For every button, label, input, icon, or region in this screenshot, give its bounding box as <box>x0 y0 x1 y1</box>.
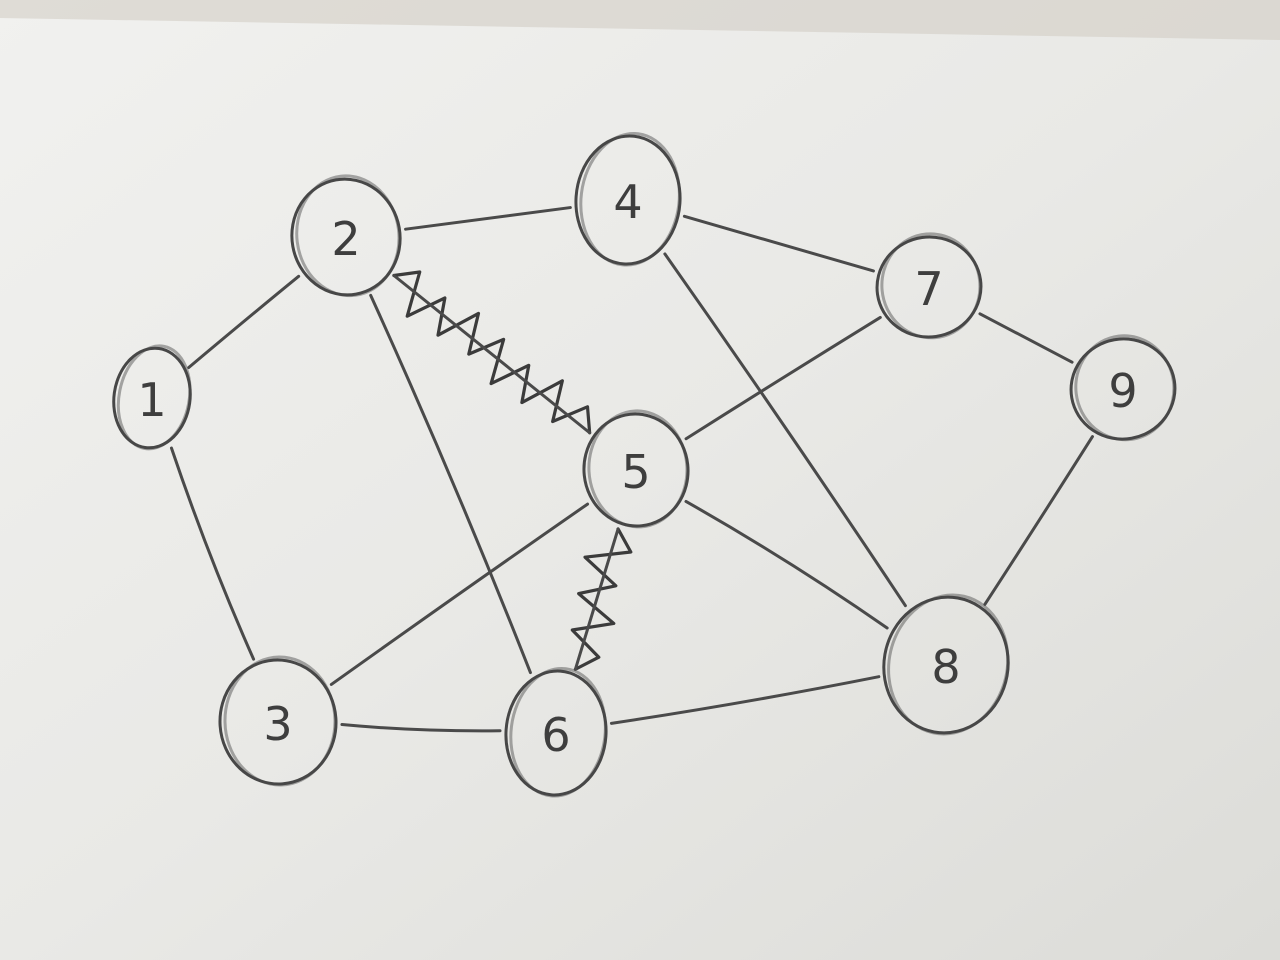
node-3-circle <box>218 658 338 786</box>
node-2-circle <box>290 177 402 297</box>
node-4: 4 <box>574 131 682 267</box>
node-9: 9 <box>1069 334 1177 442</box>
table-edge <box>0 0 1280 40</box>
node-5-label: 5 <box>621 445 650 499</box>
node-2: 2 <box>290 174 402 298</box>
node-5-circle-sketch <box>587 409 689 529</box>
node-1: 1 <box>112 344 192 451</box>
node-1-label: 1 <box>137 373 166 427</box>
node-7-label: 7 <box>914 262 943 316</box>
edge-3-6 <box>340 723 502 733</box>
edge-5-3 <box>329 502 590 686</box>
edge-2-5-underline <box>392 273 592 435</box>
edge-1-3 <box>169 446 256 661</box>
edge-7-5 <box>684 315 882 441</box>
edge-5-6-underline <box>573 527 620 671</box>
node-4-circle-sketch <box>579 131 681 267</box>
edge-4-8 <box>663 252 907 608</box>
node-1-circle-sketch <box>116 344 192 451</box>
node-9-circle <box>1069 337 1177 441</box>
edge-4-7 <box>682 214 875 273</box>
node-6-circle-sketch <box>509 666 607 798</box>
node-8: 8 <box>882 593 1010 736</box>
node-8-circle-sketch <box>887 593 1010 736</box>
node-3-label: 3 <box>263 697 292 751</box>
node-3: 3 <box>218 655 338 787</box>
node-7-circle <box>875 235 983 339</box>
nodes-layer: 1 2 3 4 5 6 7 8 9 <box>112 131 1177 798</box>
node-7-circle-sketch <box>880 232 982 340</box>
node-5: 5 <box>582 409 690 529</box>
edge-5-8 <box>684 499 889 630</box>
edge-2-4 <box>404 206 572 231</box>
edge-9-8 <box>983 435 1094 606</box>
node-5-circle <box>582 412 690 528</box>
crossed-out-edge-5-6 <box>570 527 633 671</box>
node-2-circle-sketch <box>295 174 401 298</box>
node-7: 7 <box>875 232 983 340</box>
edge-7-9 <box>978 312 1074 364</box>
node-6: 6 <box>504 666 608 798</box>
crossed-out-edge-2-5 <box>392 270 592 435</box>
edge-2-6 <box>369 293 532 675</box>
edge-6-8 <box>609 675 881 725</box>
edge-1-2 <box>187 274 301 369</box>
node-9-circle-sketch <box>1074 334 1176 442</box>
node-6-circle <box>504 669 608 797</box>
node-4-label: 4 <box>613 175 642 229</box>
edges-layer <box>169 206 1094 733</box>
node-2-label: 2 <box>331 212 360 266</box>
node-6-label: 6 <box>541 708 570 762</box>
node-3-circle-sketch <box>223 655 337 787</box>
node-8-label: 8 <box>931 640 960 694</box>
node-4-circle <box>574 134 682 266</box>
node-1-circle <box>112 346 192 450</box>
scribbles-layer <box>392 270 633 671</box>
node-9-label: 9 <box>1108 364 1137 418</box>
node-8-circle <box>882 595 1010 735</box>
